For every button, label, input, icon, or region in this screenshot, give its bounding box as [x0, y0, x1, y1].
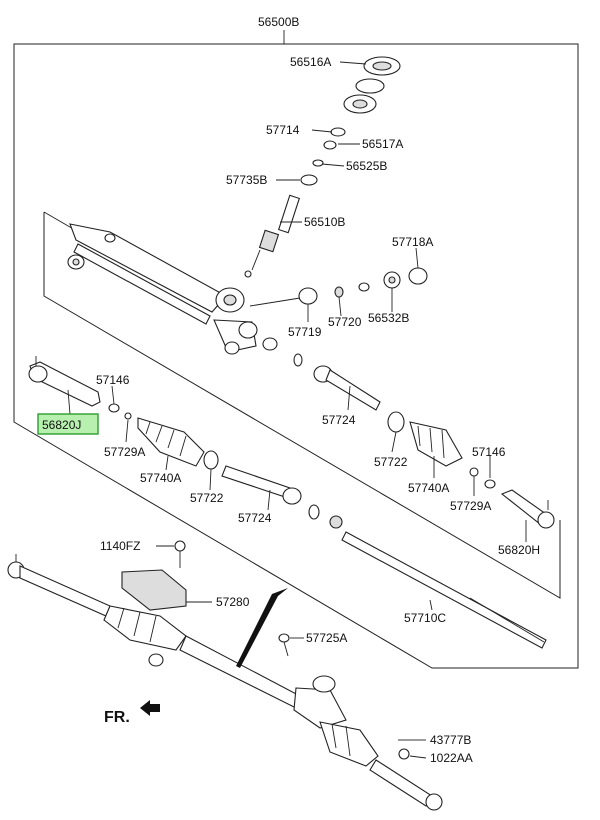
band-right: [387, 411, 405, 433]
tie-rod-end-left: [28, 356, 101, 407]
label-57729a-left: 57729A: [104, 445, 145, 459]
label-56500b: 56500B: [258, 15, 299, 29]
boot-left: [137, 417, 205, 467]
assembly-arrow: [236, 588, 288, 668]
label-57720: 57720: [328, 315, 362, 329]
tie-rod-end-right: [500, 489, 555, 529]
label-57146-right: 57146: [472, 445, 506, 459]
label-56510b: 56510B: [304, 215, 345, 229]
label-56532b: 56532B: [368, 311, 409, 325]
label-57714: 57714: [266, 123, 300, 137]
ring-b: [329, 515, 343, 529]
label-57740a-left: 57740A: [140, 471, 181, 485]
front-arrow-icon: [140, 700, 160, 716]
assembled-gear: [7, 540, 443, 811]
label-57722-right: 57722: [374, 455, 408, 469]
label-57718a: 57718A: [392, 235, 433, 249]
label-56820h: 56820H: [498, 543, 540, 557]
label-57719: 57719: [288, 325, 322, 339]
label-56516a: 56516A: [290, 55, 331, 69]
ring-upper: [293, 353, 303, 367]
band-left: [203, 450, 219, 470]
label-57280: 57280: [216, 595, 250, 609]
assembly-frame: [13, 43, 579, 669]
nut-right: [484, 479, 496, 489]
label-57722-left: 57722: [190, 491, 224, 505]
inner-tie-rod-right: [313, 365, 381, 411]
yoke-parts: [249, 267, 428, 307]
label-56820j[interactable]: 56820J: [42, 418, 81, 432]
gear-box-frame: [43, 212, 561, 599]
label-57735b: 57735B: [226, 173, 267, 187]
label-57146-left: 57146: [96, 373, 130, 387]
highlight-box: [37, 413, 99, 435]
label-1022aa: 1022AA: [430, 751, 473, 765]
rack-housing: [67, 223, 278, 355]
ring-a: [308, 504, 320, 520]
front-label: FR.: [104, 709, 130, 726]
nut-left: [108, 403, 120, 413]
label-56517a: 56517A: [362, 137, 403, 151]
leader-lines: [67, 61, 527, 759]
label-57740a-right: 57740A: [408, 481, 449, 495]
boot-right: [409, 421, 463, 467]
rack-bar: [341, 531, 547, 649]
bearing-stack: [300, 56, 401, 186]
lock-nut-left: [124, 412, 132, 420]
label-57729a-right: 57729A: [450, 499, 491, 513]
label-43777b: 43777B: [430, 733, 471, 747]
pinion-shaft: [244, 194, 301, 278]
label-57710c: 57710C: [404, 611, 446, 625]
label-1140fz: 1140FZ: [100, 539, 140, 553]
label-57724-upper: 57724: [322, 413, 356, 427]
label-57724-left: 57724: [238, 511, 272, 525]
label-57725a: 57725A: [306, 631, 347, 645]
label-56525b: 56525B: [346, 159, 387, 173]
lock-nut-right: [469, 467, 479, 477]
inner-tie-rod-left: [221, 465, 302, 505]
